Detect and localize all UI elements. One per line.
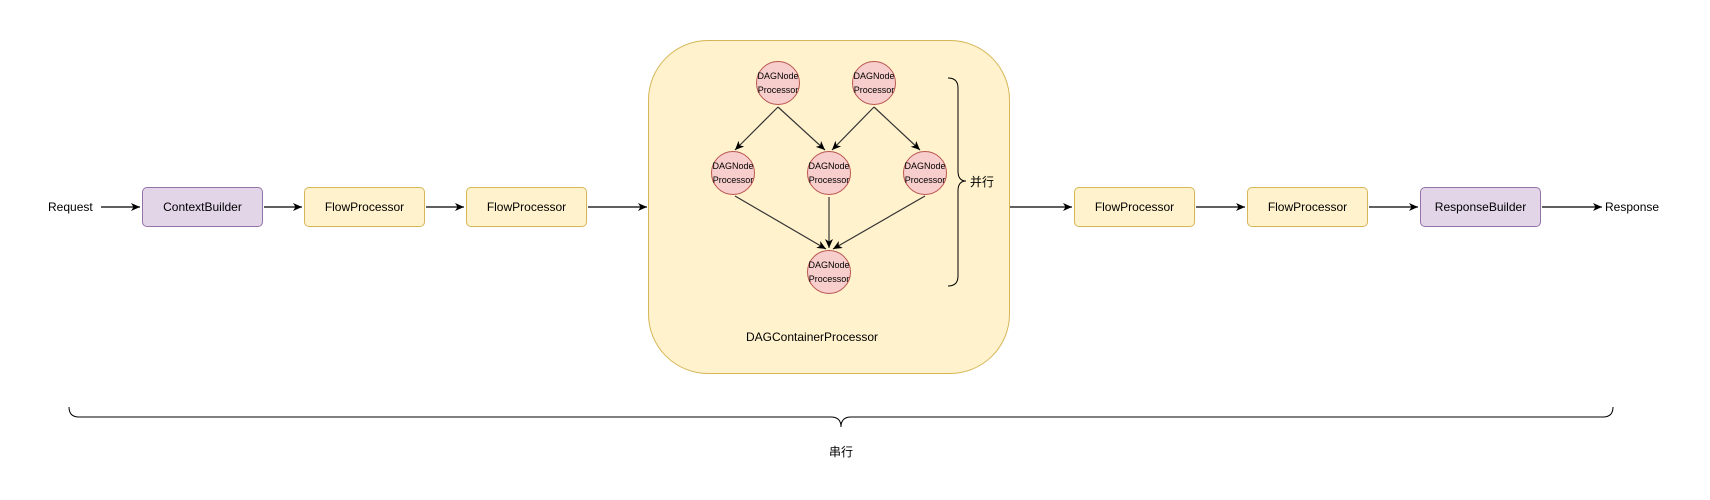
dag-edge-n3-n6 — [734, 195, 827, 250]
response-label: Response — [1605, 200, 1660, 214]
dag-node-processor[interactable]: DAGNode Processor — [807, 250, 851, 294]
dag-node-line1: DAGNode — [712, 161, 754, 171]
request-label: Request — [48, 200, 93, 214]
dag-node-line1: DAGNode — [808, 260, 850, 270]
dag-node-line1: DAGNode — [808, 161, 850, 171]
serial-label: 串行 — [829, 445, 854, 459]
context-builder-label: ContextBuilder — [163, 200, 242, 214]
parallel-brace — [947, 77, 967, 287]
dag-node-processor[interactable]: DAGNode Processor — [852, 61, 896, 105]
response-builder-label: ResponseBuilder — [1434, 200, 1527, 214]
serial-brace — [68, 406, 1614, 428]
dag-node-line2: Processor — [808, 274, 850, 284]
flow-processor-box-4[interactable]: FlowProcessor — [1247, 187, 1368, 227]
flow-processor-box-1[interactable]: FlowProcessor — [304, 187, 425, 227]
dag-node-line1: DAGNode — [757, 71, 799, 81]
flow-processor-label: FlowProcessor — [486, 200, 567, 214]
response-builder-box[interactable]: ResponseBuilder — [1420, 187, 1541, 227]
dag-edge-n1-n4 — [777, 106, 826, 151]
dag-node-processor[interactable]: DAGNode Processor — [903, 151, 947, 195]
flow-processor-box-3[interactable]: FlowProcessor — [1074, 187, 1195, 227]
flow-processor-label: FlowProcessor — [324, 200, 405, 214]
dag-node-line2: Processor — [904, 175, 946, 185]
dag-node-processor[interactable]: DAGNode Processor — [807, 151, 851, 195]
context-builder-box[interactable]: ContextBuilder — [142, 187, 263, 227]
dag-node-line2: Processor — [712, 175, 754, 185]
flow-processor-box-2[interactable]: FlowProcessor — [466, 187, 587, 227]
dag-container-label: DAGContainerProcessor — [746, 330, 879, 344]
dag-node-processor[interactable]: DAGNode Processor — [756, 61, 800, 105]
flow-processor-label: FlowProcessor — [1267, 200, 1348, 214]
dag-edge-n1-n3 — [734, 106, 779, 151]
dag-node-line1: DAGNode — [904, 161, 946, 171]
dag-edge-n2-n4 — [831, 106, 875, 151]
dag-node-line1: DAGNode — [853, 71, 895, 81]
dag-edge-n2-n5 — [873, 106, 921, 151]
dag-node-line2: Processor — [853, 85, 895, 95]
dag-node-processor[interactable]: DAGNode Processor — [711, 151, 755, 195]
flow-processor-label: FlowProcessor — [1094, 200, 1175, 214]
dag-node-line2: Processor — [757, 85, 799, 95]
dag-edge-n5-n6 — [832, 195, 926, 250]
dag-node-line2: Processor — [808, 175, 850, 185]
parallel-label: 并行 — [970, 175, 995, 189]
